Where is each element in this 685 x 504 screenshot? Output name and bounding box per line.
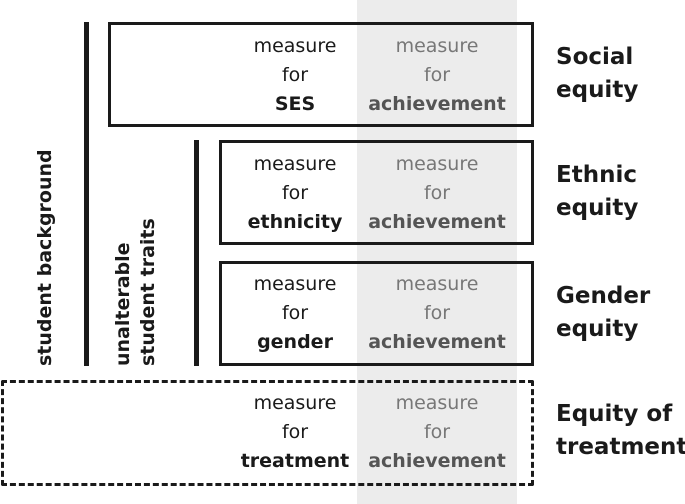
for-text: for (281, 182, 309, 204)
ses-text: SES (274, 93, 316, 115)
gender-label-text: Gender (556, 283, 651, 309)
treatment-equity-label: Equity of treatment (556, 398, 685, 464)
gender-text: gender (257, 331, 333, 353)
student-background-text: student background (34, 149, 56, 366)
treatment-achievement-measure: measure for achievement (357, 389, 517, 476)
ethnic-equity-label: Ethnic equity (556, 159, 638, 225)
unalterable-traits-label: unalterable student traits (111, 218, 161, 366)
achievement-text: achievement (368, 331, 506, 353)
student-traits-text: student traits (137, 218, 159, 366)
measure-text: measure (395, 273, 479, 295)
unalterable-text: unalterable (112, 242, 134, 366)
achievement-text: achievement (368, 93, 506, 115)
ethnicity-measure: measure for ethnicity (235, 150, 355, 237)
ethnicity-achievement-measure: measure for achievement (357, 150, 517, 237)
measure-text: measure (395, 153, 479, 175)
achievement-text: achievement (368, 450, 506, 472)
achievement-text: achievement (368, 211, 506, 233)
for-text: for (423, 64, 451, 86)
student-background-bar (84, 22, 89, 366)
for-text: for (281, 64, 309, 86)
for-text: for (423, 182, 451, 204)
social-equity-label: Social equity (556, 41, 638, 107)
treatment-text: treatment (240, 450, 350, 472)
treatment-equity-box (1, 380, 534, 486)
treatment-measure: measure for treatment (232, 389, 358, 476)
gender-measure: measure for gender (235, 270, 355, 357)
for-text: for (423, 302, 451, 324)
ethnic-text: Ethnic (556, 162, 637, 188)
equity-text: equity (556, 195, 639, 221)
achievement-column-highlight (357, 0, 517, 504)
measure-text: measure (253, 35, 337, 57)
social-equity-box (108, 22, 534, 127)
measure-text: measure (253, 392, 337, 414)
gender-achievement-measure: measure for achievement (357, 270, 517, 357)
measure-text: measure (395, 35, 479, 57)
for-text: for (281, 302, 309, 324)
ethnicity-text: ethnicity (247, 211, 343, 233)
gender-equity-box (219, 261, 534, 366)
measure-text: measure (253, 273, 337, 295)
equity-of-text: Equity of (556, 401, 673, 427)
gender-equity-label: Gender equity (556, 280, 650, 346)
ses-measure: measure for SES (235, 32, 355, 119)
equity-text: equity (556, 77, 639, 103)
equity-text: equity (556, 316, 639, 342)
social-text: Social (556, 44, 634, 70)
unalterable-traits-bar (194, 140, 199, 366)
for-text: for (423, 421, 451, 443)
measure-text: measure (253, 153, 337, 175)
student-background-label: student background (33, 149, 58, 366)
ethnic-equity-box (219, 140, 534, 245)
measure-text: measure (395, 392, 479, 414)
treatment-label-text: treatment (556, 434, 685, 460)
ses-achievement-measure: measure for achievement (357, 32, 517, 119)
for-text: for (281, 421, 309, 443)
